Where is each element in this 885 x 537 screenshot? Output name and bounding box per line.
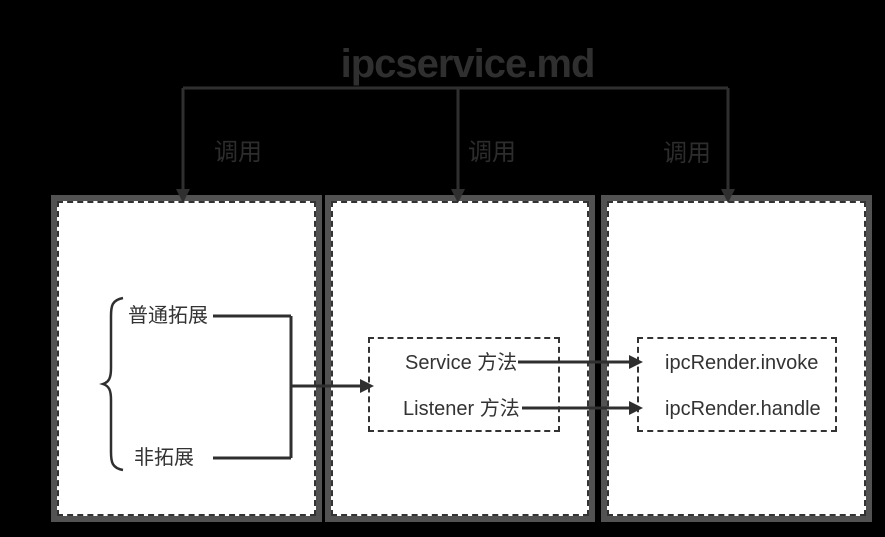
service-methods-box [368, 337, 560, 432]
label-ipcrender-invoke: ipcRender.invoke [665, 352, 819, 374]
label-listener-method: Listener 方法 [403, 398, 520, 420]
connector-label-middle: 调用 [468, 139, 516, 166]
ipc-render-box [637, 337, 837, 432]
label-ipcrender-handle: ipcRender.handle [665, 398, 821, 420]
label-service-method: Service 方法 [405, 352, 518, 374]
diagram-title: ipcservice.md [340, 42, 596, 86]
connector-label-left: 调用 [214, 139, 262, 166]
label-fei-tuozhan: 非拓展 [134, 447, 194, 469]
connector-label-right: 调用 [663, 140, 711, 167]
label-putong-tuozhan: 普通拓展 [128, 305, 208, 327]
